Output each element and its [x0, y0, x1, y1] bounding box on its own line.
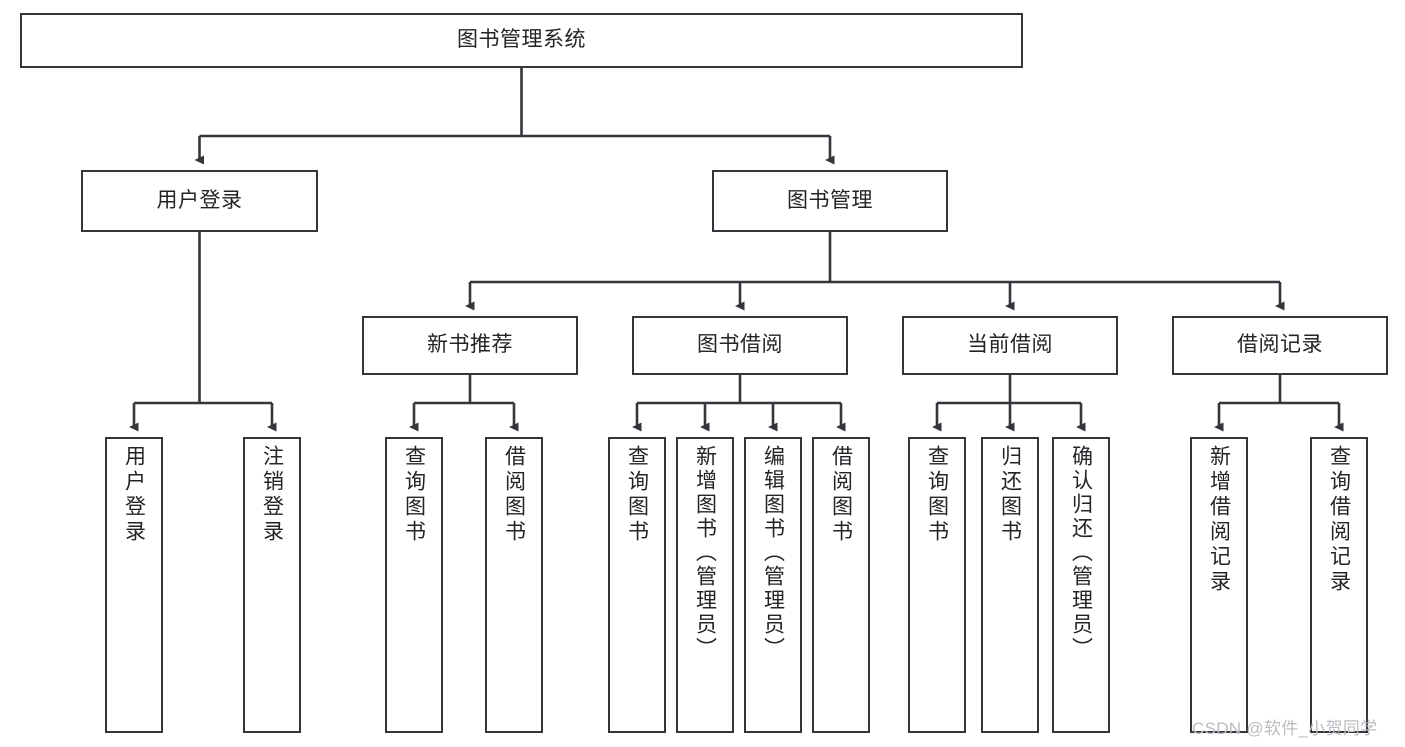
node-book-borrow-label: 图书借阅: [697, 333, 783, 357]
node-leaf-logout[interactable]: 注销登录: [243, 437, 301, 733]
node-borrow-record[interactable]: 借阅记录: [1172, 316, 1388, 375]
node-book-manage-label: 图书管理: [787, 188, 873, 212]
node-new-book-rec[interactable]: 新书推荐: [362, 316, 578, 375]
node-leaf-query-book-3-label: 查询图书: [925, 445, 949, 545]
node-leaf-borrow-book-1-label: 借阅图书: [502, 445, 526, 545]
node-leaf-borrow-book-1[interactable]: 借阅图书: [485, 437, 543, 733]
node-leaf-edit-book-label: 编辑图书（管理员）: [761, 445, 785, 661]
node-current-borrow[interactable]: 当前借阅: [902, 316, 1118, 375]
node-leaf-edit-book[interactable]: 编辑图书（管理员）: [744, 437, 802, 733]
node-leaf-query-book-2[interactable]: 查询图书: [608, 437, 666, 733]
node-leaf-add-record-label: 新增借阅记录: [1207, 445, 1231, 595]
node-leaf-add-record[interactable]: 新增借阅记录: [1190, 437, 1248, 733]
node-leaf-confirm-return-label: 确认归还（管理员）: [1069, 445, 1093, 661]
node-leaf-user-login-label: 用户登录: [122, 445, 146, 545]
node-book-borrow[interactable]: 图书借阅: [632, 316, 848, 375]
node-root[interactable]: 图书管理系统: [20, 13, 1023, 68]
node-user-login-label: 用户登录: [156, 188, 243, 212]
node-leaf-return-book[interactable]: 归还图书: [981, 437, 1039, 733]
node-borrow-record-label: 借阅记录: [1237, 333, 1323, 357]
node-leaf-query-book-1-label: 查询图书: [402, 445, 426, 545]
node-user-login[interactable]: 用户登录: [81, 170, 318, 232]
node-leaf-confirm-return[interactable]: 确认归还（管理员）: [1052, 437, 1110, 733]
node-leaf-return-book-label: 归还图书: [998, 445, 1022, 545]
node-leaf-query-record-label: 查询借阅记录: [1327, 445, 1351, 595]
csdn-watermark: CSDN @软件_小贺同学: [1192, 719, 1378, 738]
node-current-borrow-label: 当前借阅: [967, 333, 1053, 357]
node-leaf-query-book-1[interactable]: 查询图书: [385, 437, 443, 733]
node-root-label: 图书管理系统: [457, 28, 586, 52]
node-leaf-logout-label: 注销登录: [260, 445, 284, 545]
node-leaf-borrow-book-2[interactable]: 借阅图书: [812, 437, 870, 733]
node-leaf-query-book-3[interactable]: 查询图书: [908, 437, 966, 733]
node-new-book-rec-label: 新书推荐: [427, 333, 513, 357]
node-leaf-query-book-2-label: 查询图书: [625, 445, 649, 545]
node-book-manage[interactable]: 图书管理: [712, 170, 948, 232]
node-leaf-user-login[interactable]: 用户登录: [105, 437, 163, 733]
node-leaf-query-record[interactable]: 查询借阅记录: [1310, 437, 1368, 733]
node-leaf-add-book-label: 新增图书（管理员）: [693, 445, 717, 661]
node-leaf-add-book[interactable]: 新增图书（管理员）: [676, 437, 734, 733]
node-leaf-borrow-book-2-label: 借阅图书: [829, 445, 853, 545]
